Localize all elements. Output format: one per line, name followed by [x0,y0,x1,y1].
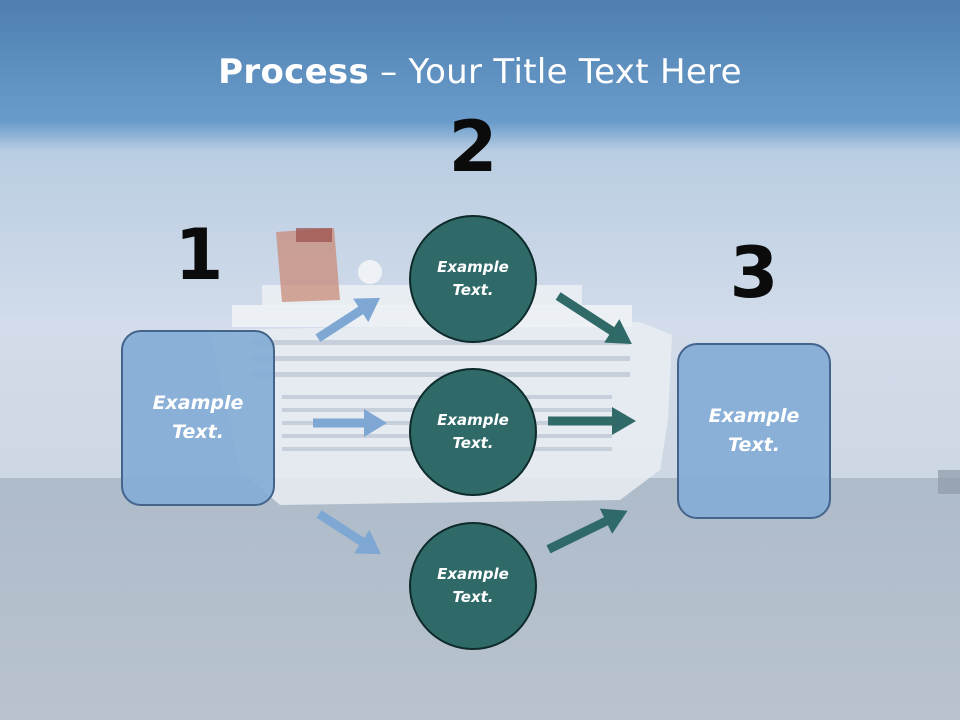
circle-bottom-line2: Text. [452,588,494,606]
title-rest: – Your Title Text Here [369,52,742,92]
input-box[interactable]: Example Text. [121,330,275,506]
process-circle-top[interactable]: Example Text. [409,215,537,343]
process-circle-bottom[interactable]: Example Text. [409,522,537,650]
step-number-3: 3 [729,232,779,314]
circle-middle-line2: Text. [452,434,494,452]
input-box-line1: Example [152,392,244,414]
step-number-1: 1 [174,214,224,296]
output-box-line2: Text. [728,434,780,456]
page-title: Process – Your Title Text Here [0,52,960,92]
circle-middle-line1: Example [437,411,509,429]
title-bold: Process [218,52,370,92]
circle-top-line1: Example [437,258,509,276]
input-box-line2: Text. [172,421,224,443]
process-circle-middle[interactable]: Example Text. [409,368,537,496]
circle-top-line2: Text. [452,281,494,299]
output-box-line1: Example [708,405,800,427]
output-box[interactable]: Example Text. [677,343,831,519]
circle-bottom-line1: Example [437,565,509,583]
step-number-2: 2 [448,106,498,188]
